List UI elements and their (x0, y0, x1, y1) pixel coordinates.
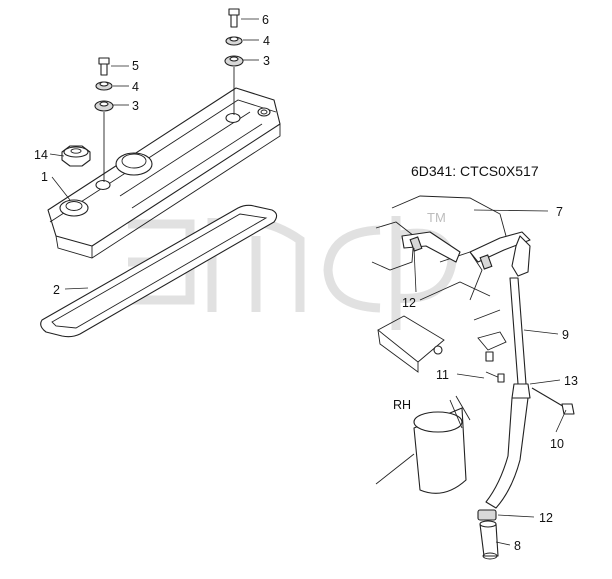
callout-12: 12 (402, 296, 416, 310)
grommet-3b (94, 100, 114, 112)
bolt-10 (531, 387, 575, 415)
callout-4: 4 (263, 34, 270, 48)
filler-cap (61, 145, 91, 167)
leader-lines (49, 18, 567, 546)
callout-3: 3 (263, 54, 270, 68)
callout-8: 8 (514, 539, 521, 553)
callout-10: 10 (550, 437, 564, 451)
cover-bolt-5 (98, 57, 110, 76)
callout-9: 9 (562, 328, 569, 342)
engine-outline (371, 195, 531, 373)
callout-6: 6 (262, 13, 269, 27)
diagram-code: 6D341: CTCS0X517 (411, 163, 539, 179)
callout-1: 1 (41, 170, 48, 184)
seal-washer-4b (95, 81, 113, 91)
watermark-tm: TM (427, 210, 446, 225)
callout-13: 13 (564, 374, 578, 388)
valve-cover-gasket (40, 204, 278, 338)
seal-washer-4a (225, 36, 243, 46)
callout-4: 4 (132, 80, 139, 94)
callout-3: 3 (132, 99, 139, 113)
callout-11: 11 (436, 368, 449, 382)
grommet-3a (224, 55, 244, 67)
lower-hose (477, 509, 499, 560)
cover-bolt-6 (228, 8, 240, 28)
side-label: RH (393, 398, 411, 412)
oil-filter (375, 395, 471, 494)
callout-7: 7 (556, 205, 563, 219)
callout-2: 2 (53, 283, 60, 297)
callout-5: 5 (132, 59, 139, 73)
valve-cover (47, 87, 281, 259)
callout-14: 14 (34, 148, 48, 162)
callout-12: 12 (539, 511, 553, 525)
bracket-bolt-11 (477, 331, 507, 383)
breather-pipe (485, 277, 531, 509)
